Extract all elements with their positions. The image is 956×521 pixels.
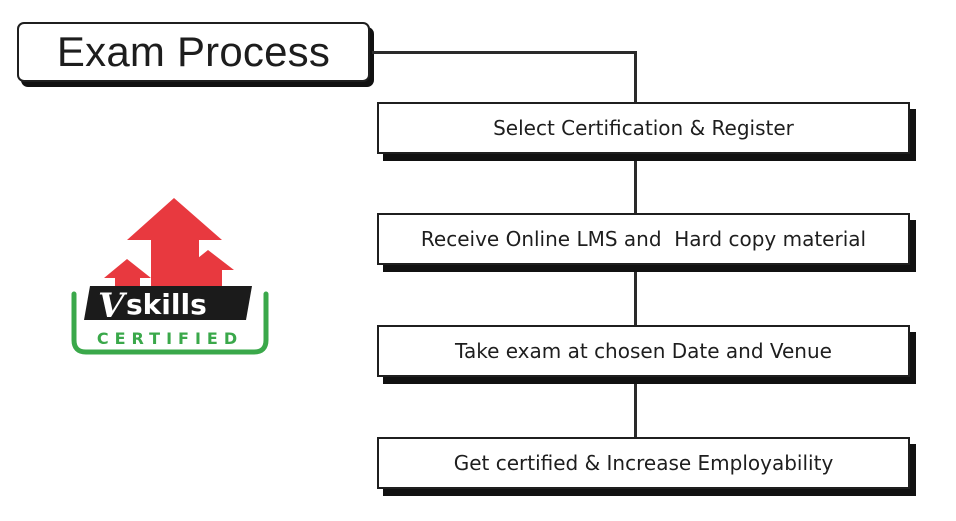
brand-badge bbox=[84, 286, 252, 320]
connector-horizontal bbox=[372, 51, 637, 54]
brand-tagline: CERTIFIED bbox=[97, 329, 243, 348]
step-3-box: Take exam at chosen Date and Venue bbox=[377, 325, 910, 377]
step-1-box: Select Certification & Register bbox=[377, 102, 910, 154]
step-3-label: Take exam at chosen Date and Venue bbox=[455, 339, 832, 363]
step-2-box: Receive Online LMS and Hard copy materia… bbox=[377, 213, 910, 265]
step-1-label: Select Certification & Register bbox=[493, 116, 794, 140]
vskills-certified-logo: V skills CERTIFIED bbox=[71, 198, 269, 355]
diagram-title: Exam Process bbox=[56, 28, 331, 75]
arrow-right bbox=[183, 250, 234, 292]
title-box: Exam Process bbox=[17, 22, 370, 82]
growth-arrows-icon bbox=[104, 198, 234, 294]
step-4-box: Get certified & Increase Employability bbox=[377, 437, 910, 489]
step-4-label: Get certified & Increase Employability bbox=[453, 451, 834, 475]
arrow-left bbox=[104, 259, 151, 294]
brand-skills: skills bbox=[126, 288, 207, 321]
logo-frame bbox=[71, 291, 269, 355]
step-2-label: Receive Online LMS and Hard copy materia… bbox=[420, 227, 867, 251]
brand-v: V bbox=[98, 286, 128, 326]
